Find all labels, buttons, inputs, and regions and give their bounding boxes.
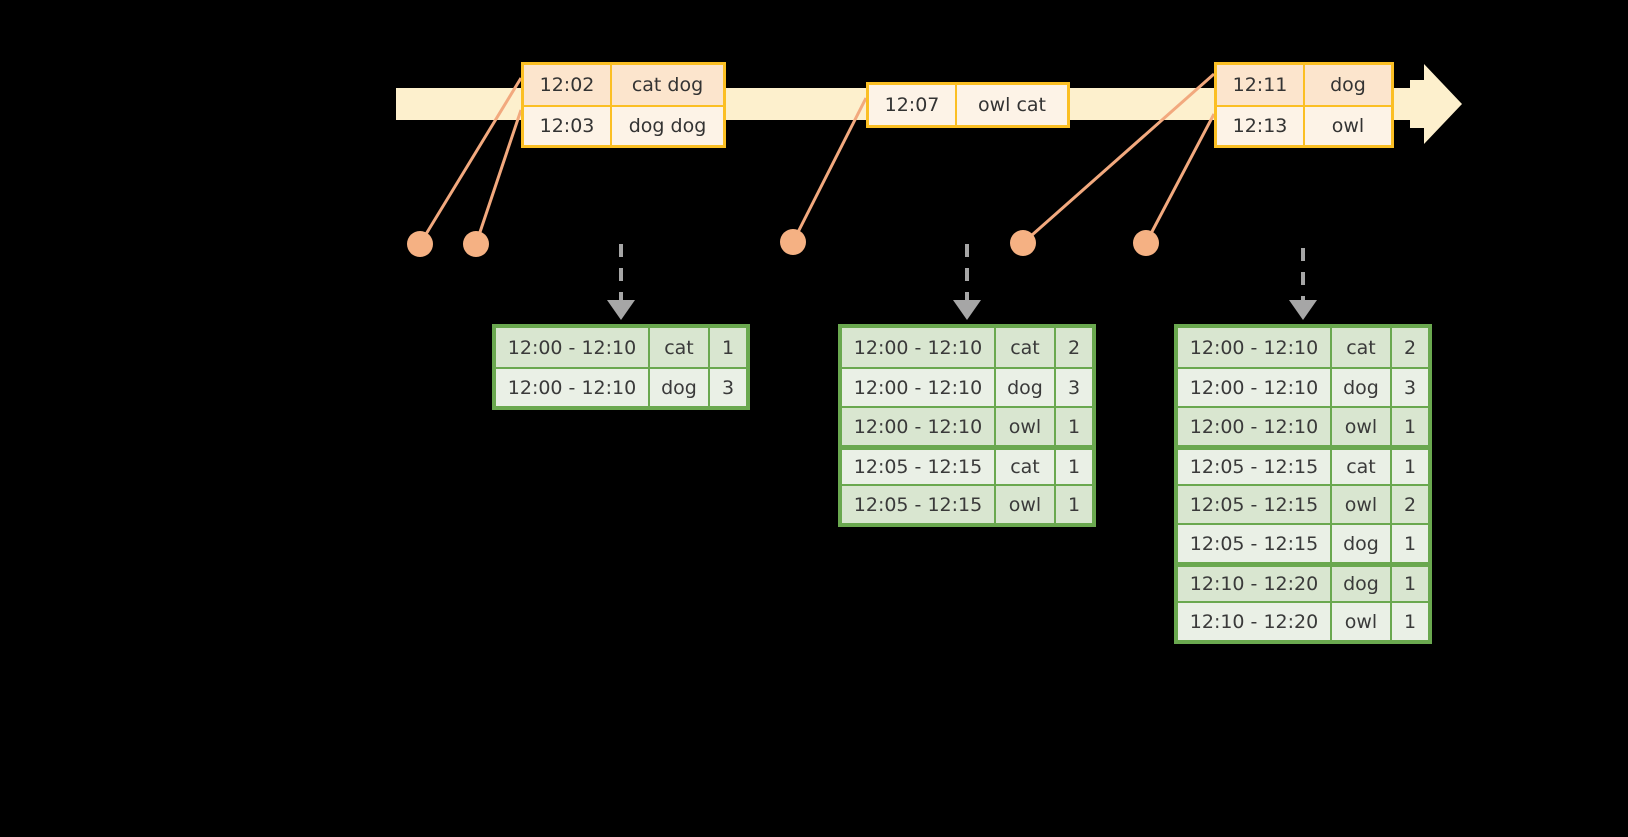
event-words: owl [1303,107,1391,145]
key-cell: owl [994,408,1054,445]
emit-arrows [619,244,1305,302]
key-cell: owl [1330,486,1390,523]
event-dot-1213 [1133,230,1159,256]
count-cell: 2 [1054,328,1092,367]
emit-arrowhead-icon-2 [953,300,981,320]
window-cell: 12:00 - 12:10 [853,336,983,359]
count-cell: 3 [1054,369,1092,406]
event-row: 12:02 cat dog [524,65,723,105]
key-cell: owl [1330,603,1390,640]
count-cell: 1 [1054,486,1092,523]
event-dot-1207 [780,229,806,255]
key-cell: cat [994,328,1054,367]
count-cell: 2 [1390,328,1428,367]
key-cell: owl [1330,408,1390,445]
window-cell: 12:05 - 12:15 [1189,493,1319,516]
event-dot-1202 [407,231,433,257]
emit-arrowhead-icon-3 [1289,300,1317,320]
count-cell: 1 [1390,567,1428,601]
event-row: 12:03 dog dog [524,105,723,145]
window-cell: 12:05 - 12:15 [1189,456,1319,478]
event-time: 12:03 [539,115,595,137]
key-cell: dog [994,369,1054,406]
window-cell: 12:10 - 12:20 [1189,610,1319,633]
event-group-3[interactable]: 12:11 dog 12:13 owl [1214,62,1394,148]
window-cell: 12:00 - 12:10 [853,376,983,399]
event-dot-1203 [463,231,489,257]
window-cell: 12:00 - 12:10 [1189,336,1319,359]
window-cell: 12:05 - 12:15 [1189,532,1319,555]
timeline-arrow-icon [1424,64,1462,144]
event-time: 12:11 [1232,74,1288,96]
count-cell: 1 [1054,450,1092,484]
key-cell: cat [648,328,708,367]
count-cell: 3 [1390,369,1428,406]
window-cell: 12:05 - 12:15 [853,493,983,516]
event-words: cat dog [610,65,723,105]
key-cell: dog [1330,567,1390,601]
emit-arrowhead-icon-1 [607,300,635,320]
window-cell: 12:00 - 12:10 [1189,415,1319,438]
count-cell: 1 [1390,450,1428,484]
event-words: dog [1303,65,1391,105]
event-dot-1211 [1010,230,1036,256]
event-time: 12:02 [539,74,595,96]
event-words: dog dog [610,107,723,145]
emit-arrow-heads [607,300,1317,320]
event-group-1[interactable]: 12:02 cat dog 12:03 dog dog [521,62,726,148]
event-row: 12:13 owl [1217,105,1391,145]
window-cell: 12:05 - 12:15 [853,456,983,478]
count-cell: 1 [1390,525,1428,562]
window-cell: 12:00 - 12:10 [853,415,983,438]
key-cell: cat [1330,328,1390,367]
count-cell: 3 [708,369,746,406]
key-cell: owl [994,486,1054,523]
window-cell: 12:00 - 12:10 [1189,376,1319,399]
count-cell: 1 [708,328,746,367]
key-cell: cat [1330,450,1390,484]
key-cell: cat [994,450,1054,484]
event-dots [407,229,1159,257]
key-cell: dog [648,369,708,406]
window-cell: 12:00 - 12:10 [507,376,637,399]
event-row: 12:07 owl cat [869,85,1067,125]
connector-1213 [1144,113,1216,244]
window-cell: 12:10 - 12:20 [1189,573,1319,595]
connector-1203 [474,109,523,245]
count-cell: 1 [1054,408,1092,445]
key-cell: dog [1330,369,1390,406]
event-group-2[interactable]: 12:07 owl cat [866,82,1070,128]
event-words: owl cat [955,85,1067,125]
count-cell: 1 [1390,603,1428,640]
count-cell: 2 [1390,486,1428,523]
key-cell: dog [1330,525,1390,562]
event-row: 12:11 dog [1217,65,1391,105]
event-time: 12:07 [884,94,940,116]
window-cell: 12:00 - 12:10 [507,336,637,359]
event-time: 12:13 [1232,115,1288,137]
count-cell: 1 [1390,408,1428,445]
